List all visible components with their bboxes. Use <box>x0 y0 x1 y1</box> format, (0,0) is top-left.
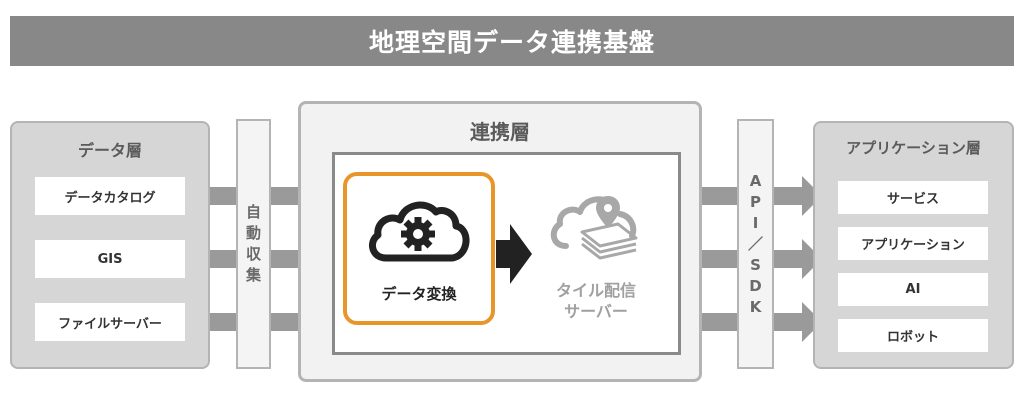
cloud-map-pin-icon <box>550 196 638 260</box>
app-item-application: アプリケーション <box>838 227 988 260</box>
data-item-catalog: データカタログ <box>35 177 185 215</box>
arrow-convert-to-tile <box>496 224 532 284</box>
collect-char: 動 <box>245 224 261 242</box>
renkei-layer-heading: 連携層 <box>470 120 530 144</box>
app-item-ai: AI <box>838 273 988 306</box>
cloud-gear-icon <box>368 201 470 262</box>
api-char: S <box>750 255 761 274</box>
api-char: D <box>749 276 762 295</box>
data-item-file-server: ファイルサーバー <box>35 303 185 341</box>
page-title: 地理空間データ連携基盤 <box>10 16 1014 66</box>
api-char: ／ <box>747 234 763 253</box>
api-sdk-bar: A P I ／ S D K <box>737 119 774 369</box>
tile-server-label-line: タイル配信 <box>555 281 636 300</box>
collect-char: 自 <box>245 203 261 221</box>
api-char: P <box>750 192 761 211</box>
data-convert-label: データ変換 <box>381 285 457 303</box>
arrow-api-to-app-2 <box>772 239 822 279</box>
auto-collect-bar: 自 動 収 集 <box>236 119 271 369</box>
api-char: A <box>749 171 762 190</box>
collect-char: 収 <box>245 245 261 263</box>
api-char: K <box>749 297 762 316</box>
collect-char: 集 <box>245 266 261 284</box>
app-item-robot: ロボット <box>838 319 988 352</box>
arrow-api-to-app-1 <box>772 176 822 216</box>
data-item-gis: GIS <box>35 240 185 278</box>
app-layer-heading: アプリケーション層 <box>846 139 981 157</box>
data-layer-heading: データ層 <box>77 141 142 160</box>
arrow-api-to-app-3 <box>772 302 822 342</box>
api-char: I <box>752 213 759 232</box>
app-item-service: サービス <box>838 181 988 214</box>
tile-server-label: タイル配信 サーバー <box>536 280 656 322</box>
tile-server-label-line: サーバー <box>564 302 628 321</box>
data-convert-box: データ変換 <box>343 172 495 325</box>
